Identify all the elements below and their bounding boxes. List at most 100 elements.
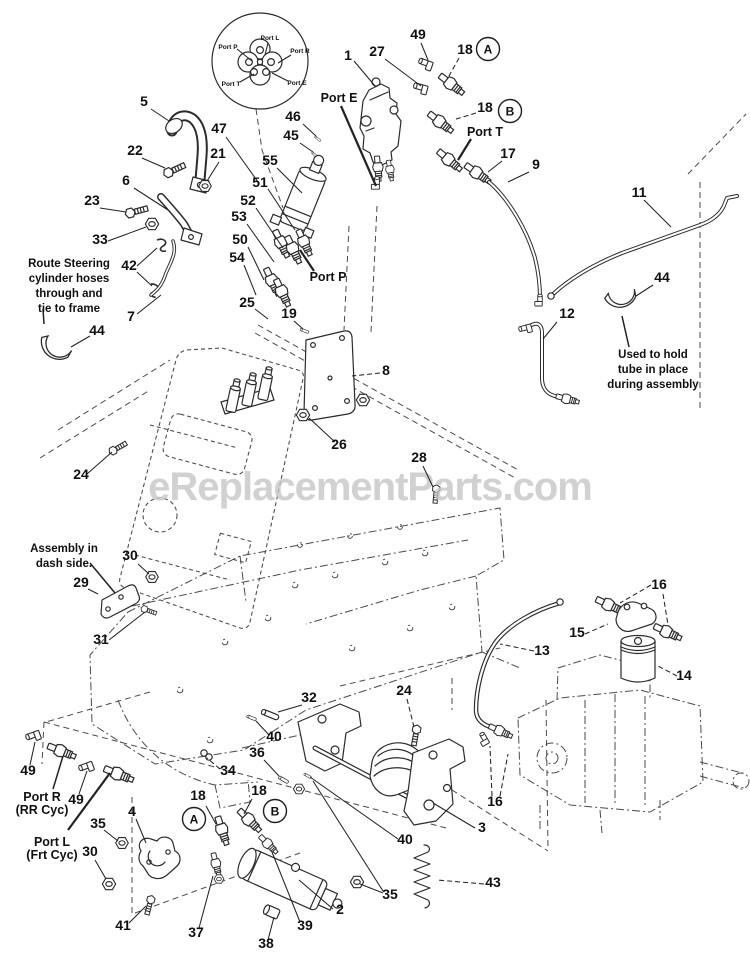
callout-55: 55 [262, 152, 278, 168]
leader-42 [136, 247, 158, 267]
callout-28: 28 [411, 449, 427, 465]
pin-40a [246, 714, 257, 722]
port-t: Port T [467, 125, 503, 139]
callout-51: 51 [252, 174, 268, 190]
bolt-22 [161, 160, 188, 180]
leader-8 [351, 372, 381, 377]
hose-clamp [138, 836, 181, 880]
leader-16 [499, 753, 509, 797]
leader-16 [489, 745, 493, 797]
callout-30: 30 [122, 547, 138, 563]
callout-36: 36 [249, 744, 265, 760]
callout-26: 26 [331, 436, 347, 452]
port-e: Port E [321, 91, 358, 105]
nut-35-bottom [349, 875, 365, 889]
fitting-37 [207, 851, 225, 878]
port-p-leader [299, 249, 315, 272]
callout-16: 16 [487, 793, 503, 809]
inset-port-r: Port R [290, 48, 310, 55]
fitting-18b-top [424, 107, 457, 138]
cover-plate [303, 330, 356, 421]
nut-30-bottom [101, 877, 117, 891]
leader-46 [302, 123, 317, 137]
steering-valve-cylinder [269, 154, 327, 239]
inset-port-p-line [236, 48, 253, 62]
spool-valves [220, 365, 275, 415]
callout-35: 35 [382, 886, 398, 902]
leader-49 [420, 42, 429, 61]
callout-18: 18 [457, 41, 473, 57]
callout-44: 44 [89, 322, 105, 338]
leader-27 [384, 58, 422, 87]
circled-letter-B [262, 798, 288, 824]
callout-31: 31 [93, 631, 109, 647]
leader-30 [94, 859, 107, 880]
leader-45 [299, 142, 314, 153]
inset-port-e-line [271, 72, 289, 82]
nut-35-left [115, 837, 129, 849]
callout-49: 49 [410, 26, 426, 42]
circled-letter-A-label: A [190, 812, 199, 826]
callout-43: 43 [485, 874, 501, 890]
fitting-18a-top [435, 69, 468, 100]
leader-18 [243, 798, 253, 815]
callout-14: 14 [676, 667, 692, 683]
leader-16 [619, 584, 652, 604]
leader-14 [657, 665, 678, 677]
leader-47 [225, 136, 259, 183]
callout-33: 33 [92, 231, 108, 247]
callout-38: 38 [258, 935, 274, 951]
leader-34 [206, 757, 221, 770]
leader-54 [243, 264, 257, 296]
oil-filter [620, 634, 656, 683]
nut-small [292, 783, 306, 795]
circled-letter-A [475, 36, 501, 62]
callout-40: 40 [397, 831, 413, 847]
spring-43 [413, 844, 431, 909]
leader-39 [271, 851, 301, 923]
callout-52: 52 [240, 192, 256, 208]
leader-11 [643, 199, 672, 228]
fitting-18a-bottom [211, 814, 234, 848]
port-t-leader [457, 138, 472, 161]
callout-17: 17 [500, 145, 516, 161]
leader-lines-layer [29, 42, 678, 941]
nut-37 [213, 874, 225, 884]
callout-41: 41 [115, 917, 131, 933]
port-r: Port R(RR Cyc) [16, 790, 69, 817]
callout-27: 27 [369, 43, 385, 59]
inset-port-t-line [239, 73, 255, 83]
leader-25 [254, 308, 269, 320]
elbow-49-top [416, 57, 434, 72]
callout-54: 54 [229, 249, 245, 265]
callout-11: 11 [632, 184, 647, 200]
leader-37 [198, 875, 214, 929]
leader-50 [247, 246, 265, 281]
leader-16 [662, 593, 669, 626]
leader-51 [267, 188, 296, 231]
callout-23: 23 [84, 192, 100, 208]
leader-2 [298, 879, 334, 910]
callout-18: 18 [477, 99, 493, 115]
leader-17 [487, 160, 503, 173]
inset-port-e: Port E [287, 80, 307, 87]
leader-12 [542, 321, 558, 340]
callout-24: 24 [73, 466, 89, 482]
hose-7 [149, 239, 177, 297]
callout-53: 53 [231, 208, 247, 224]
screw-46 [314, 135, 322, 143]
construction-lines [39, 108, 747, 916]
leader-31 [108, 611, 146, 641]
pin-19 [299, 327, 310, 334]
leader-15 [584, 623, 609, 635]
callout-3: 3 [478, 819, 486, 835]
leader-49 [29, 741, 36, 766]
filter-adapter [615, 601, 657, 632]
callout-19: 19 [281, 305, 297, 321]
leader-28 [422, 465, 434, 488]
inset-port-l: Port L [261, 35, 280, 42]
circled-letter-B [497, 98, 523, 124]
port-l: Port L(Frt Cyc) [26, 835, 77, 862]
